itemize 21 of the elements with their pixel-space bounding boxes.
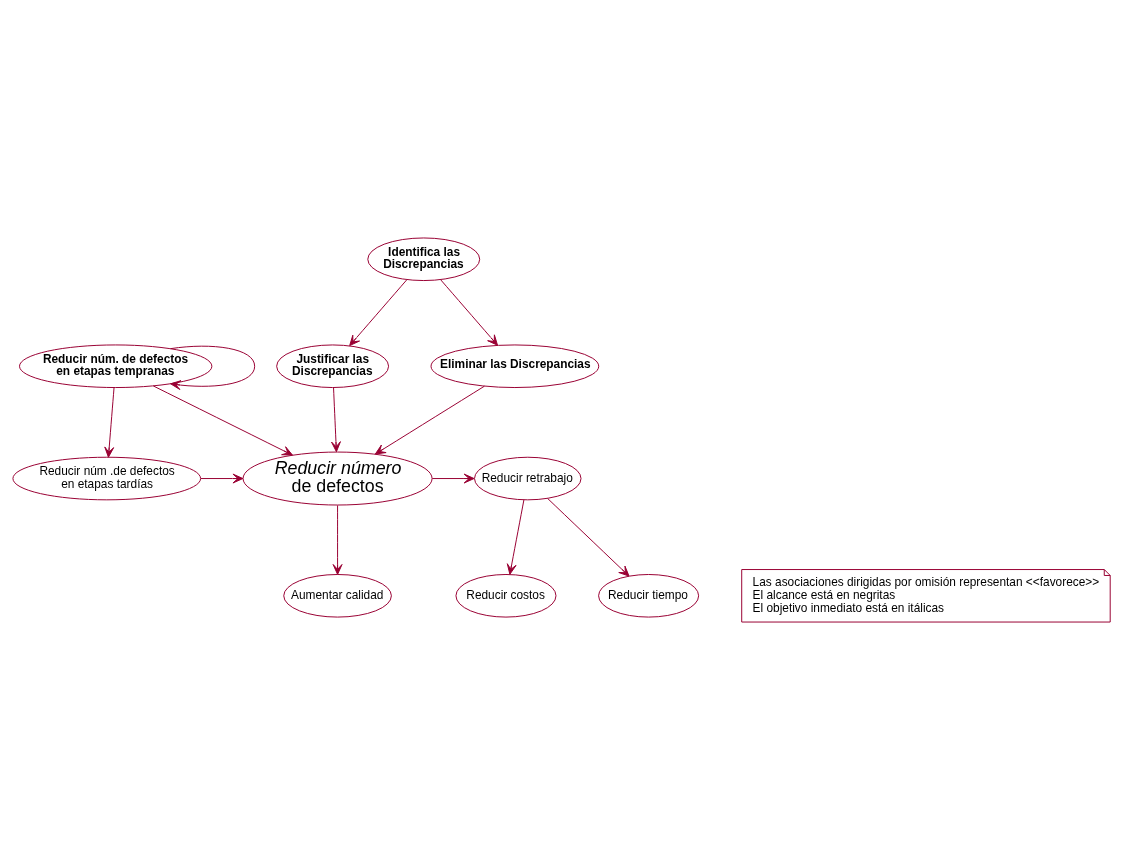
- arrow: [200, 473, 244, 484]
- arrow: [104, 387, 115, 458]
- arrow: [170, 345, 256, 390]
- arrow: [331, 387, 341, 453]
- node-ellipse: Reducir retrabajo: [474, 456, 582, 501]
- arrow: [332, 504, 343, 575]
- node-ellipse: Reducir núm .de defectos en etapas tardías: [12, 456, 202, 501]
- node-ellipse: Reducir número de defectos: [242, 451, 433, 506]
- node-ellipse: Reducir tiempo: [598, 574, 700, 618]
- node-ellipse: Eliminar las Discrepancias: [430, 344, 600, 389]
- arrow: [152, 385, 293, 456]
- arrow: [440, 279, 498, 346]
- arrow: [547, 498, 630, 577]
- arrow: [431, 473, 475, 484]
- node-ellipse: Reducir costos: [455, 574, 557, 618]
- node-ellipse: Aumentar calidad: [283, 574, 392, 618]
- arrow: [349, 279, 408, 347]
- arrow: [374, 385, 485, 455]
- node-ellipse: Justificar las Discrepancias: [276, 344, 390, 389]
- arrow: [506, 499, 525, 575]
- node-ellipse: Identifica las Discrepancias: [367, 237, 481, 282]
